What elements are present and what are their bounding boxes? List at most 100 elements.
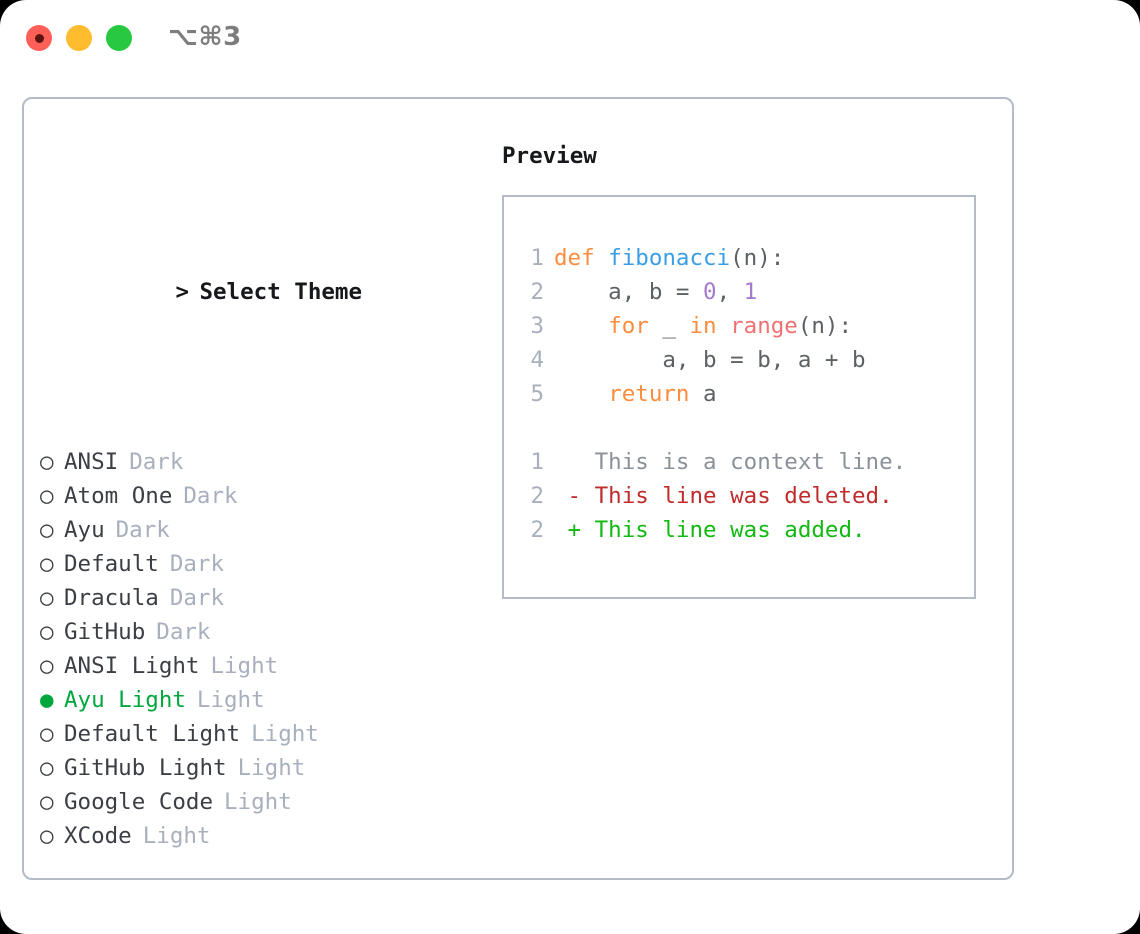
- line-number: 2: [530, 517, 544, 543]
- code-token-txt: a, b =: [554, 279, 704, 305]
- line-number: 3: [530, 313, 544, 339]
- theme-option-variant: Light: [210, 653, 279, 679]
- code-token-num: 1: [743, 279, 758, 305]
- code-token-add: + This line was added.: [554, 517, 866, 543]
- line-number: 4: [530, 347, 544, 373]
- theme-option-ayu-light[interactable]: ● Ayu Light Light: [40, 683, 490, 717]
- radio-unselected-icon: ○: [40, 585, 54, 611]
- theme-option-label: ANSI Light: [64, 653, 200, 679]
- theme-option-label: ANSI: [64, 449, 119, 475]
- theme-option-default[interactable]: ○ Default Dark: [40, 547, 490, 581]
- theme-option-ansi[interactable]: ○ ANSI Dark: [40, 445, 490, 479]
- theme-option-variant: Dark: [169, 551, 225, 577]
- prompt-caret-icon: >: [175, 279, 190, 305]
- line-number: 1: [530, 245, 544, 271]
- code-token-txt: [717, 313, 731, 339]
- radio-unselected-icon: ○: [40, 823, 54, 849]
- code-token-kw: in: [689, 313, 717, 339]
- radio-unselected-icon: ○: [40, 653, 54, 679]
- window-controls: [26, 25, 132, 51]
- theme-option-github[interactable]: ○ GitHub Dark: [40, 615, 490, 649]
- code-token-txt: [554, 381, 608, 407]
- code-token-txt: [554, 313, 608, 339]
- code-line: 2 - This line was deleted.: [516, 479, 906, 513]
- select-theme-label: Select Theme: [199, 279, 363, 305]
- theme-option-variant: Light: [196, 687, 265, 713]
- theme-option-variant: Light: [224, 789, 292, 815]
- theme-option-label: Google Code: [64, 789, 214, 815]
- theme-option-atom-one[interactable]: ○ Atom One Dark: [40, 479, 490, 513]
- radio-unselected-icon: ○: [40, 517, 54, 543]
- code-token-kw: def: [554, 245, 595, 271]
- theme-option-variant: Dark: [183, 483, 238, 509]
- theme-option-variant: Light: [142, 823, 211, 849]
- code-token-txt: _: [648, 313, 690, 339]
- theme-option-default-light[interactable]: ○ Default Light Light: [40, 717, 490, 751]
- theme-option-variant: Dark: [156, 619, 211, 645]
- theme-option-variant: Dark: [169, 585, 225, 611]
- minimize-button[interactable]: [66, 25, 92, 51]
- close-button[interactable]: [26, 25, 52, 51]
- theme-option-google-code[interactable]: ○ Google Code Light: [40, 785, 490, 819]
- select-theme-header: > Select Theme: [40, 241, 490, 343]
- theme-option-label: XCode: [64, 823, 132, 849]
- title-bar: ⌥⌘3: [0, 0, 1140, 78]
- theme-option-xcode[interactable]: ○ XCode Light: [40, 819, 490, 853]
- code-token-fn: fibonacci: [608, 245, 731, 271]
- code-line: 1 This is a context line.: [516, 445, 906, 479]
- theme-option-variant: Light: [251, 721, 319, 747]
- radio-selected-icon: ●: [40, 687, 54, 713]
- theme-option-label: Default Light: [64, 721, 241, 747]
- theme-option-label: GitHub: [64, 619, 146, 645]
- code-token-txt: (n):: [797, 313, 853, 339]
- code-token-kw: for: [608, 313, 649, 339]
- code-token-ctx: This is a context line.: [554, 449, 907, 475]
- theme-option-label: Ayu Light: [64, 687, 186, 713]
- theme-option-ansi-light[interactable]: ○ ANSI Light Light: [40, 649, 490, 683]
- code-token-del: - This line was deleted.: [554, 483, 893, 509]
- code-line: 2 a, b = 0, 1: [516, 275, 906, 309]
- radio-unselected-icon: ○: [40, 619, 54, 645]
- line-number: 2: [530, 483, 544, 509]
- theme-option-variant: Dark: [129, 449, 184, 475]
- code-token-txt: ,: [716, 279, 744, 305]
- radio-unselected-icon: ○: [40, 789, 54, 815]
- code-token-txt: [595, 245, 609, 271]
- radio-unselected-icon: ○: [40, 449, 54, 475]
- code-token-num: 0: [703, 279, 717, 305]
- theme-option-label: Default: [64, 551, 159, 577]
- preview-title: Preview: [502, 143, 597, 169]
- code-line: 3 for _ in range(n):: [516, 309, 906, 343]
- theme-option-label: GitHub Light: [64, 755, 227, 781]
- theme-option-label: Dracula: [64, 585, 159, 611]
- radio-unselected-icon: ○: [40, 551, 54, 577]
- theme-option-dracula[interactable]: ○ Dracula Dark: [40, 581, 490, 615]
- theme-option-label: Atom One: [64, 483, 173, 509]
- code-token-kw: return: [608, 381, 690, 407]
- radio-unselected-icon: ○: [40, 755, 54, 781]
- maximize-button[interactable]: [106, 25, 132, 51]
- line-number: 2: [530, 279, 544, 305]
- radio-unselected-icon: ○: [40, 483, 54, 509]
- line-number: 1: [530, 449, 544, 475]
- line-number: 5: [530, 381, 544, 407]
- code-line: 2 + This line was added.: [516, 513, 906, 547]
- theme-option-label: Ayu: [64, 517, 105, 543]
- theme-option-variant: Light: [237, 755, 306, 781]
- code-token-txt: a, b = b, a + b: [554, 347, 866, 373]
- code-line: [516, 411, 906, 445]
- theme-option-github-light[interactable]: ○ GitHub Light Light: [40, 751, 490, 785]
- code-line: 4 a, b = b, a + b: [516, 343, 906, 377]
- code-token-txt: a: [689, 381, 717, 407]
- code-token-bi: range: [730, 313, 798, 339]
- radio-unselected-icon: ○: [40, 721, 54, 747]
